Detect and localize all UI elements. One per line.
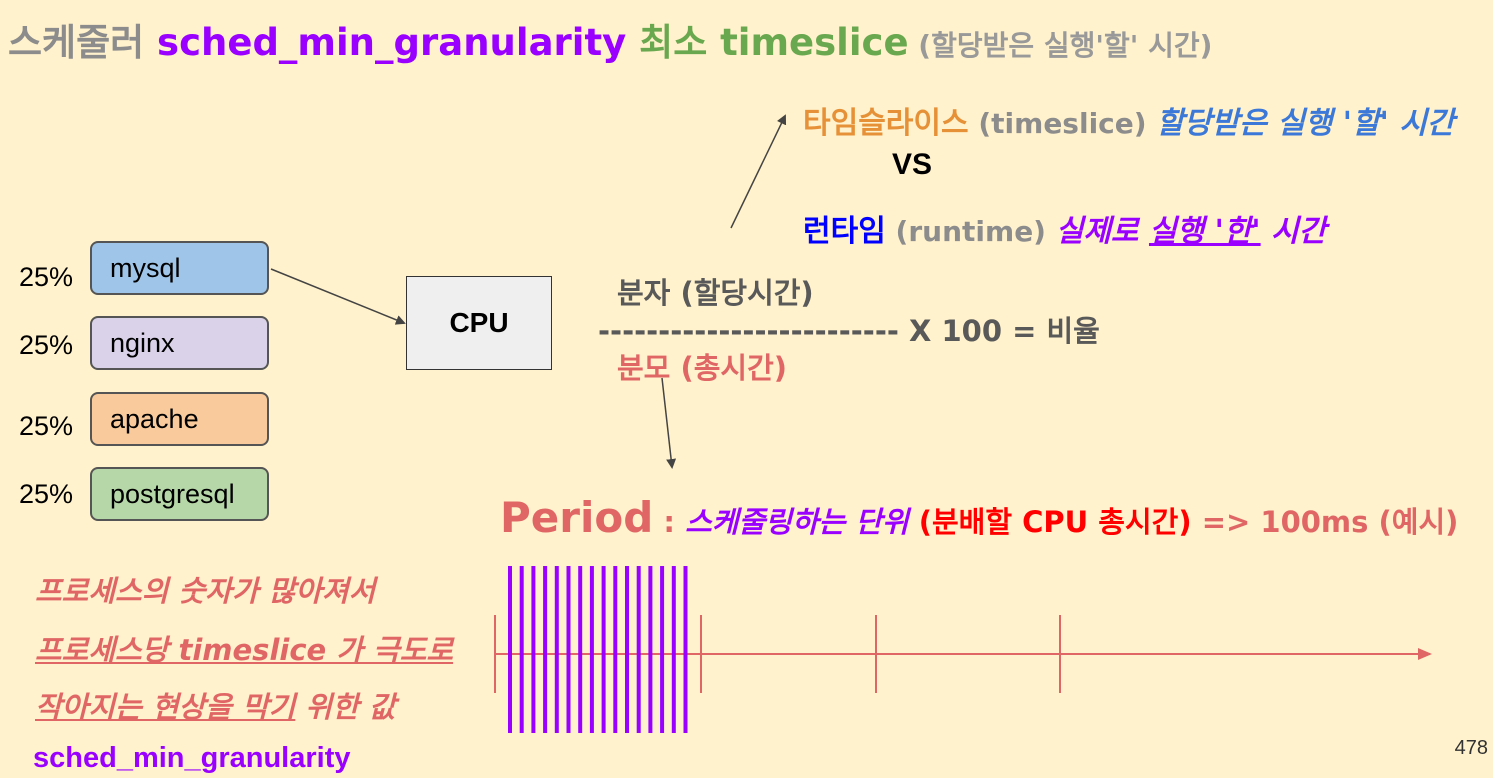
arrow-to-period xyxy=(661,377,677,469)
process-box-mysql: mysql xyxy=(90,241,269,295)
process-pct-postgresql: 25% xyxy=(19,479,74,509)
page-title: 스케줄러 sched_min_granularity 최소 timeslice … xyxy=(8,12,1212,66)
period-desc: 스케줄링하는 단위 xyxy=(685,505,919,539)
runtime-eng: (runtime) xyxy=(885,215,1056,248)
param-name: sched_min_granularity xyxy=(33,742,351,774)
title-subtitle: (할당받은 실행'할' 시간) xyxy=(908,29,1213,62)
note-line3b: 위한 값 xyxy=(295,690,396,724)
cpu-box: CPU xyxy=(406,276,552,370)
timeslice-desc: 할당받은 실행 '할' 시간 xyxy=(1156,106,1455,141)
arrow-to-timeslice xyxy=(730,114,787,229)
vs-label: VS xyxy=(892,148,933,181)
title-part1: 스케줄러 xyxy=(8,21,158,64)
period-definition: Period : 스케줄링하는 단위 (분배할 CPU 총시간) => 100m… xyxy=(500,493,1458,542)
process-pct-nginx: 25% xyxy=(19,330,74,360)
process-label: apache xyxy=(110,403,199,434)
formula-dashes: ------------------------- xyxy=(598,314,899,348)
process-label: nginx xyxy=(110,327,175,358)
timeslice-bars xyxy=(508,566,688,733)
title-part3: 최소 xyxy=(626,21,721,64)
page-number: 478 xyxy=(1454,737,1488,759)
timeslice-definition: 타임슬라이스 (timeslice) 할당받은 실행 '할' 시간 xyxy=(803,98,1454,142)
cpu-label: CPU xyxy=(449,307,509,338)
runtime-desc3: 시간 xyxy=(1260,214,1327,249)
process-box-postgresql: postgresql xyxy=(90,467,269,521)
note-line2: 프로세스당 timeslice 가 극도로 xyxy=(35,633,454,667)
formula-fraction-line: ------------------------- X 100 = 비율 xyxy=(598,308,1100,350)
period-example: => 100ms (예시) xyxy=(1191,505,1459,539)
period-colon: : xyxy=(653,505,686,539)
runtime-definition: 런타임 (runtime) 실제로 실행 '한' 시간 xyxy=(803,206,1326,250)
period-word: Period xyxy=(500,493,654,542)
runtime-desc2: 실행 '한' xyxy=(1148,214,1261,249)
runtime-desc1: 실제로 xyxy=(1055,214,1149,249)
process-label: mysql xyxy=(110,252,181,283)
formula-rest: X 100 = 비율 xyxy=(898,314,1100,348)
note-line3a: 작아지는 현상을 막기 xyxy=(35,690,296,724)
note-line1: 프로세스의 숫자가 많아져서 xyxy=(35,574,376,608)
process-box-apache: apache xyxy=(90,392,269,446)
process-pct-apache: 25% xyxy=(19,411,74,441)
formula-denominator: 분모 (총시간) xyxy=(617,351,788,385)
timeslice-term: 타임슬라이스 xyxy=(803,106,969,141)
process-label: postgresql xyxy=(110,478,235,509)
process-box-nginx: nginx xyxy=(90,316,269,370)
process-pct-mysql: 25% xyxy=(19,262,74,292)
runtime-term: 런타임 xyxy=(803,214,886,249)
period-paren: (분배할 CPU 총시간) xyxy=(918,505,1192,539)
formula-numerator: 분자 (할당시간) xyxy=(617,276,814,310)
note-line3: 작아지는 현상을 막기 위한 값 xyxy=(35,684,396,726)
arrow-mysql-to-cpu xyxy=(270,268,406,325)
timeslice-eng: (timeslice) xyxy=(968,107,1157,140)
title-timeslice: timeslice xyxy=(720,21,909,64)
title-param: sched_min_granularity xyxy=(157,21,627,64)
